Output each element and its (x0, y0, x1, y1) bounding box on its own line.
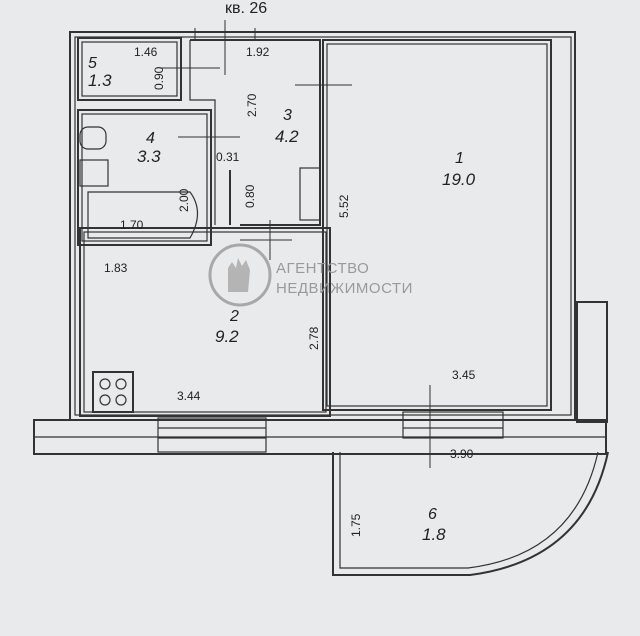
watermark-line2: НЕДВИЖИМОСТИ (276, 280, 413, 297)
stove-burner-4 (115, 394, 127, 406)
room-5-outline (77, 37, 182, 101)
watermark-line1: АГЕНТСТВО (276, 260, 369, 277)
dim-0-90: 0.90 (152, 66, 166, 90)
room-4-number: 4 (146, 130, 155, 147)
watermark-logo-icon (208, 243, 272, 307)
dim-0-80: 0.80 (243, 184, 257, 208)
room-1-area: 19.0 (442, 170, 476, 189)
room-5-inner-line (81, 41, 178, 97)
room-4-outline (77, 109, 212, 246)
dim-3-90: 3.90 (450, 447, 474, 461)
dim-5-52: 5.52 (337, 194, 351, 218)
agency-watermark: АГЕНТСТВО НЕДВИЖИМОСТИ (208, 243, 413, 307)
room-2-inner-line (83, 231, 327, 413)
balcony-inner-line (339, 451, 599, 569)
stove (92, 371, 134, 413)
room-4-inner-line (81, 113, 208, 242)
room-2-area: 9.2 (215, 327, 239, 346)
room-3-inner-walls (189, 40, 216, 225)
apartment-title: кв. 26 (225, 0, 267, 17)
dim-2-00: 2.00 (177, 188, 191, 212)
room-1-number: 1 (455, 150, 464, 167)
dim-3-45: 3.45 (452, 368, 476, 382)
bathtub (87, 191, 199, 239)
dim-1-70: 1.70 (120, 218, 144, 232)
room-4-area: 3.3 (137, 147, 161, 166)
room-1-inner-line (326, 43, 548, 407)
room-2-number: 2 (229, 308, 239, 325)
kitchen-window (157, 417, 267, 453)
balcony-side-wall (576, 301, 608, 423)
hall-closet (299, 167, 321, 221)
watermark-hand-icon (228, 258, 250, 292)
dim-1-75: 1.75 (349, 513, 363, 537)
dim-1-46: 1.46 (134, 45, 158, 59)
dim-3-44: 3.44 (177, 389, 201, 403)
dim-0-31: 0.31 (216, 150, 240, 164)
room-2-outline (79, 227, 331, 417)
room-3-area: 4.2 (275, 127, 299, 146)
room-window (402, 411, 504, 439)
stove-burner-2 (115, 378, 127, 390)
dim-2-70: 2.70 (245, 93, 259, 117)
dim-1-92: 1.92 (246, 45, 270, 59)
toilet (79, 126, 107, 150)
room-3-number: 3 (283, 107, 292, 124)
stove-burner-3 (99, 394, 111, 406)
dim-1-83: 1.83 (104, 261, 128, 275)
balcony-outline (332, 451, 609, 576)
room-6-area: 1.8 (422, 525, 446, 544)
sink (79, 159, 109, 187)
stove-burner-1 (99, 378, 111, 390)
room-1-outline (322, 39, 552, 411)
room-6-number: 6 (428, 506, 437, 523)
room-5-area: 1.3 (88, 71, 112, 90)
dim-2-78: 2.78 (307, 326, 321, 350)
room-5-number: 5 (88, 55, 97, 72)
